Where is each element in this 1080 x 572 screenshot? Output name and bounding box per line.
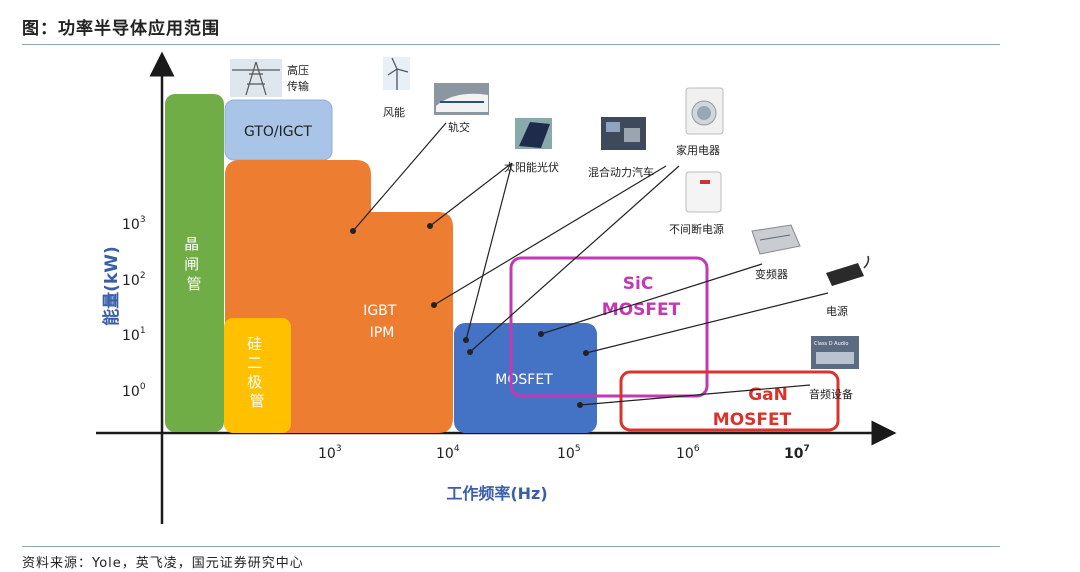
connector-appliance [469, 165, 680, 353]
connector-rail [352, 122, 447, 232]
svg-text:100: 100 [122, 382, 146, 400]
y-tick-1000: 103 [122, 215, 146, 233]
x-tick-1e4: 104 [436, 444, 460, 462]
region-mosfet-label: MOSFET [495, 372, 553, 388]
y-tick-100: 102 [122, 271, 146, 289]
region-thyristor-label: 晶 闸 管 [184, 235, 204, 293]
connector-power-supply [585, 292, 829, 354]
audio-amplifier-icon: Class D Audio [811, 336, 859, 369]
app-solar: 太阳能光伏 [504, 160, 559, 174]
connector-dots [350, 223, 589, 408]
hv-tower-icon [230, 59, 282, 97]
svg-text:Class D Audio: Class D Audio [814, 341, 848, 347]
connector-solar-mosfet [465, 162, 513, 341]
region-gan-label: GaN MOSFET [713, 385, 794, 430]
svg-text:103: 103 [122, 215, 146, 233]
region-gto-label: GTO/IGCT [244, 124, 312, 140]
region-sic-label: SiC MOSFET [602, 274, 681, 320]
train-icon [434, 83, 489, 115]
y-tick-10: 101 [122, 326, 146, 344]
connector-audio [579, 384, 811, 406]
app-wind: 风能 [383, 105, 405, 119]
connector-lines [352, 122, 829, 406]
connector-inverter [540, 263, 763, 335]
footer-divider [22, 546, 1000, 547]
region-igbt-label: IGBT IPM [363, 303, 401, 341]
hybrid-engine-icon [601, 117, 646, 150]
x-tick-1e6: 106 [676, 444, 700, 462]
wind-turbine-icon [383, 57, 410, 90]
connector-hybrid-car [433, 165, 667, 306]
y-tick-1: 100 [122, 382, 146, 400]
app-ups: 不间断电源 [669, 222, 724, 236]
ups-icon [685, 171, 722, 213]
app-power-supply: 电源 [826, 304, 848, 318]
region-mosfet [454, 323, 597, 433]
x-tick-1e3: 103 [318, 444, 342, 462]
region-diode-label: 硅 二 极 管 [247, 335, 267, 410]
x-axis-label: 工作频率(Hz) [446, 484, 547, 503]
x-tick-1e7: 107 [784, 444, 810, 462]
page-title: 图：功率半导体应用范围 [22, 19, 220, 39]
app-hybrid-car: 混合动力汽车 [588, 165, 654, 179]
washing-machine-icon [685, 87, 724, 135]
svg-text:102: 102 [122, 271, 146, 289]
region-thyristor [165, 94, 224, 432]
x-tick-1e5: 105 [557, 444, 581, 462]
svg-text:101: 101 [122, 326, 146, 344]
region-sic-mosfet [509, 256, 709, 398]
y-axis-label: 能量(kW) [101, 246, 122, 326]
inverter-icon [751, 224, 801, 255]
app-inverter: 变频器 [755, 267, 788, 281]
title-divider [22, 44, 1000, 45]
app-rail: 轨交 [448, 120, 470, 134]
solar-panel-icon [515, 118, 552, 149]
power-adapter-icon [826, 255, 870, 286]
app-hv-transmission: 高压 传输 [287, 63, 313, 93]
app-audio: 音频设备 [809, 387, 853, 401]
region-silicon-diode [224, 318, 291, 433]
connector-solar-igbt [429, 162, 513, 227]
source-note: 资料来源：Yole，英飞凌，国元证券研究中心 [22, 556, 304, 571]
app-appliance: 家用电器 [676, 143, 720, 157]
